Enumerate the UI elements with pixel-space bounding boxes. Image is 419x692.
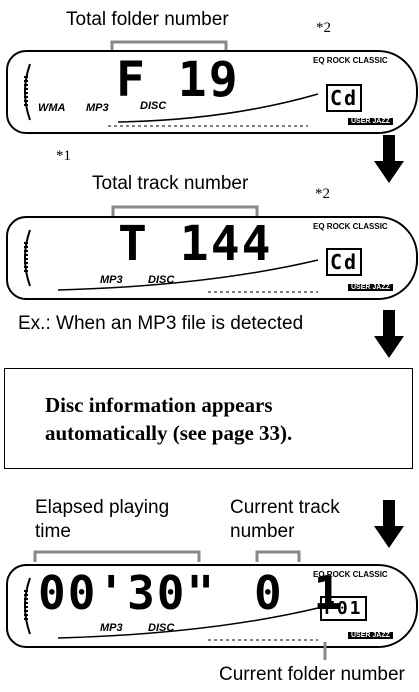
user-label: USER	[351, 118, 371, 125]
eq-label: EQ	[313, 570, 325, 579]
lcd-panel-2: T 144 MP3 DISC Cd EQ ROCK CLASSIC USER J…	[6, 216, 418, 300]
track-count-display: T 144	[118, 216, 273, 272]
lcd-left-bar-icon	[24, 229, 31, 287]
eq-panel-bottom: USER JAZZ	[348, 632, 393, 639]
mp3-badge: MP3	[86, 102, 109, 114]
disc-info-line-2: automatically (see page 33).	[45, 420, 293, 445]
jazz-label: JAZZ	[372, 284, 390, 291]
mp3-label: MP3	[100, 622, 123, 634]
note-ref-1: *1	[56, 148, 71, 164]
disc-info-line-1: Disc information appears	[45, 392, 273, 417]
classic-label: CLASSIC	[352, 570, 388, 579]
folder-number-display: F01	[320, 596, 367, 621]
mode-display: Cd	[326, 84, 363, 112]
lcd-left-bar-icon	[24, 63, 31, 121]
down-arrow-icon	[374, 135, 404, 183]
user-label: USER	[351, 284, 371, 291]
eq-panel-bottom: USER JAZZ	[348, 284, 393, 291]
eq-label: EQ	[313, 56, 325, 65]
track-bracket	[255, 550, 301, 562]
note-ref-2: *2	[316, 20, 331, 36]
mp3-label: MP3	[100, 274, 123, 286]
current-track-label-line-1: Current track	[230, 497, 340, 518]
eq-panel: EQ ROCK CLASSIC	[313, 56, 388, 65]
down-arrow-icon	[374, 500, 404, 548]
lcd-panel-1: F 19 WMA MP3 DISC Cd EQ ROCK CLASSIC USE…	[6, 50, 418, 134]
rock-label: ROCK	[326, 222, 351, 231]
mp3-example-caption: Ex.: When an MP3 file is detected	[18, 313, 304, 334]
eq-panel-bottom: USER JAZZ	[348, 118, 393, 125]
rock-label: ROCK	[326, 56, 351, 65]
classic-label: CLASSIC	[352, 222, 388, 231]
elapsed-bracket	[33, 550, 201, 562]
eq-panel: EQ ROCK CLASSIC	[313, 222, 388, 231]
classic-label: CLASSIC	[352, 56, 388, 65]
current-folder-number-label: Current folder number	[219, 664, 405, 685]
total-folder-number-label: Total folder number	[66, 9, 229, 30]
panel1-bracket	[110, 40, 228, 52]
current-track-label-line-2: number	[230, 521, 295, 542]
lcd-panel-3: 00'30" 0 1 MP3 DISC F01 EQ ROCK CLASSIC …	[6, 564, 418, 648]
panel2-bracket	[111, 205, 259, 217]
disc-label: DISC	[140, 100, 167, 112]
user-label: USER	[351, 632, 371, 639]
elapsed-time-label-line-1: Elapsed playing	[35, 497, 170, 518]
wma-badge: WMA	[38, 102, 66, 114]
elapsed-time-label-line-2: time	[35, 521, 71, 542]
lcd-left-bar-icon	[24, 577, 31, 635]
folder-count-display: F 19	[116, 52, 240, 108]
eq-label: EQ	[313, 222, 325, 231]
mode-display: Cd	[326, 248, 363, 276]
lcd-curve	[57, 607, 319, 641]
disc-info-box: Disc information appears automatically (…	[4, 368, 413, 469]
jazz-label: JAZZ	[372, 632, 390, 639]
folder-pointer-line	[323, 642, 327, 660]
jazz-label: JAZZ	[372, 118, 390, 125]
elapsed-time-display: 00'30"	[38, 566, 217, 620]
lcd-curve	[108, 93, 319, 127]
down-arrow-icon	[374, 310, 404, 358]
lcd-curve	[57, 259, 319, 293]
current-track-display: 0 1	[254, 566, 344, 620]
eq-panel: EQ ROCK CLASSIC	[313, 570, 388, 579]
total-track-number-label: Total track number	[92, 173, 249, 194]
note-ref-2b: *2	[315, 186, 330, 202]
rock-label: ROCK	[326, 570, 351, 579]
